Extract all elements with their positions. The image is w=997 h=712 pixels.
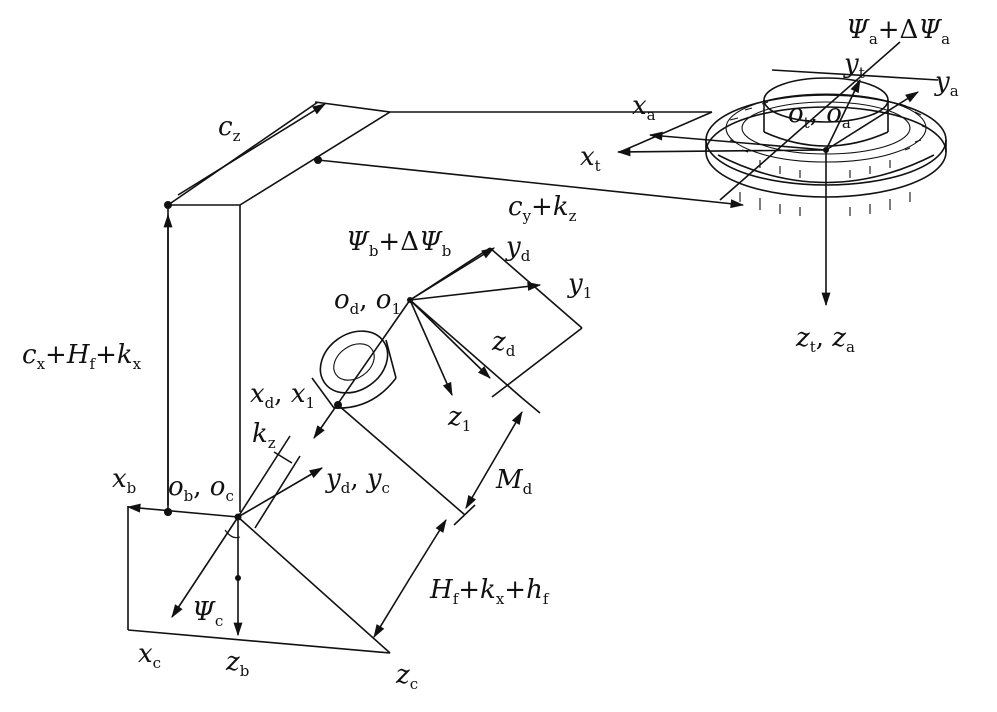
label-psi-c: Ψc — [192, 597, 223, 630]
label-od-o1: od, o1 — [334, 285, 401, 318]
label-ob-oc: ob, oc — [168, 472, 234, 505]
labels: Ψa+ΔΨa yt ya xa ot, oa xt cz cy+kz Ψb+ΔΨ… — [22, 15, 959, 693]
rotary-table — [619, 69, 947, 216]
label-cy-kz: cy+kz — [508, 192, 577, 225]
label-yd: yd — [505, 232, 531, 265]
label-psi-b: Ψb+ΔΨb — [346, 227, 451, 260]
label-xd-x1: xd, x1 — [250, 379, 315, 412]
label-psi-a: Ψa+ΔΨa — [846, 15, 950, 48]
lower-frame — [127, 435, 391, 654]
label-cz: cz — [218, 112, 241, 145]
label-y1: y1 — [567, 269, 592, 302]
label-xc: xc — [138, 639, 161, 672]
md-dimension — [465, 411, 523, 509]
label-yd-yc: yd, yc — [325, 464, 390, 497]
label-zc: zc — [395, 660, 418, 693]
label-zt-za: zt, za — [795, 323, 855, 356]
table-bolt-holes — [729, 101, 929, 216]
lower-axes — [126, 467, 323, 637]
label-xb: xb — [112, 464, 136, 497]
label-zd: zd — [491, 327, 516, 360]
label-cx-hf-kx: cx+Hf+kx — [22, 340, 142, 373]
hf-dimension — [373, 519, 447, 638]
label-kz: kz — [252, 419, 276, 452]
grinding-wheel — [311, 330, 397, 409]
label-xa: xa — [632, 91, 656, 124]
label-zb: zb — [225, 647, 249, 680]
label-ya: ya — [934, 67, 959, 100]
machine-frame — [167, 101, 712, 512]
label-ot-oa: ot, oa — [788, 99, 851, 132]
frame-to-table-line — [314, 156, 745, 209]
label-xt: xt — [580, 142, 601, 175]
label-z1: z1 — [447, 402, 471, 435]
cz-dimension — [164, 103, 326, 209]
label-hf-kx-hf: Hf+kx+hf — [429, 575, 550, 608]
cx-dimension — [163, 213, 173, 516]
label-md: Md — [495, 465, 533, 498]
table-axes — [616, 41, 919, 307]
tool-head-axes — [313, 247, 542, 439]
label-yt: yt — [843, 49, 865, 82]
